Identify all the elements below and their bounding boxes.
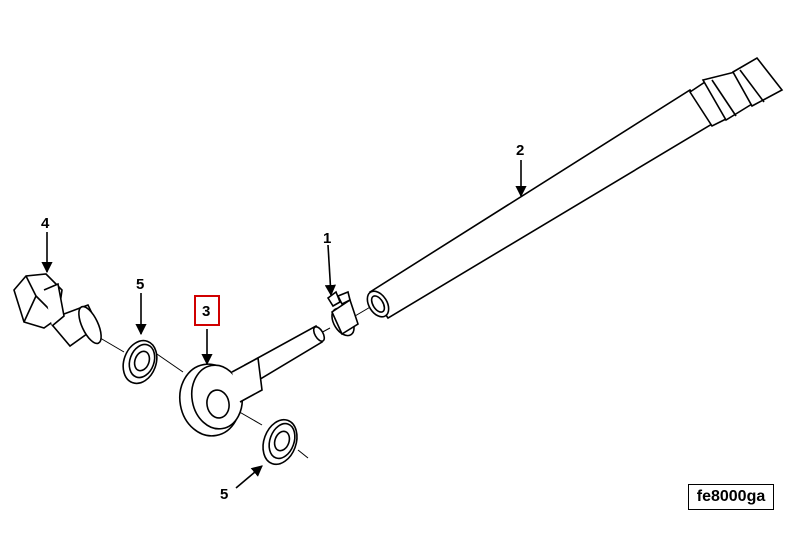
callout-part-5-upper: 5 bbox=[136, 276, 144, 293]
callout-part-4: 4 bbox=[41, 215, 50, 232]
figure-reference-code: fe8000ga bbox=[688, 484, 774, 510]
leader-part-5-lower bbox=[235, 465, 263, 489]
leader-part-1 bbox=[324, 244, 336, 297]
callout-3-highlight-box bbox=[194, 295, 220, 326]
banjo-bolt-part bbox=[13, 273, 102, 348]
callout-part-2: 2 bbox=[516, 142, 524, 159]
washer-part-upper bbox=[122, 339, 158, 385]
callout-leaders bbox=[41, 160, 527, 489]
hose-tube-part bbox=[366, 56, 784, 320]
callout-part-1: 1 bbox=[323, 230, 331, 247]
washer-part-lower bbox=[262, 418, 298, 466]
banjo-fitting-part bbox=[179, 324, 326, 437]
callout-part-3: 3 bbox=[202, 303, 210, 320]
hose-clamp-part bbox=[326, 290, 359, 337]
callout-part-5-lower: 5 bbox=[220, 486, 228, 503]
